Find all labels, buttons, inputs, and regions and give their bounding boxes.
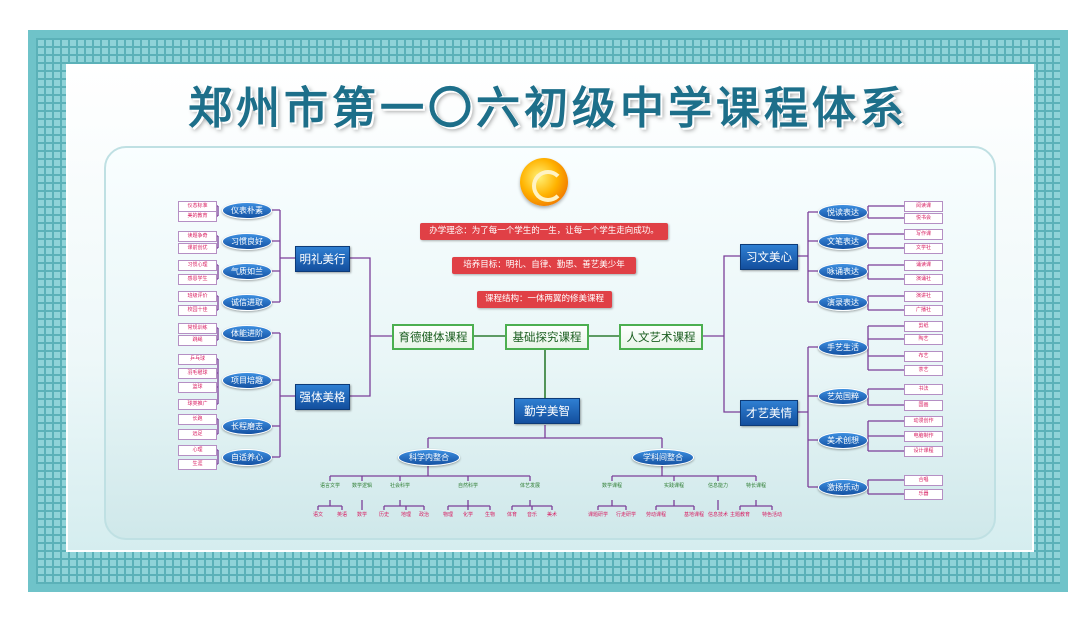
left-item-oval: 自适养心 <box>222 449 272 466</box>
right-leaf: 乐器 <box>904 489 943 500</box>
bottom-leaf: 音乐 <box>526 512 537 518</box>
left-leaf: 心理 <box>178 445 217 456</box>
left-leaf: 生涯 <box>178 459 217 470</box>
right-leaf: 演诵社 <box>904 274 943 285</box>
bottom-leaf: 行走研学 <box>616 512 637 518</box>
bottom-sub-label: 自然科学 <box>458 483 479 489</box>
right-leaf: 茶艺 <box>904 365 943 376</box>
bottom-leaf: 化学 <box>462 512 473 518</box>
bottom-sub-label: 体艺发展 <box>520 483 541 489</box>
bottom-sub-label: 社会科学 <box>390 483 411 489</box>
left-item-oval: 诚信进取 <box>222 294 272 311</box>
left-leaf: 远足 <box>178 429 217 440</box>
core-course-moral: 育德健体课程 <box>392 324 474 350</box>
left-item-oval: 项目培趣 <box>222 372 272 389</box>
left-item-oval: 习惯良好 <box>222 233 272 250</box>
bottom-leaf: 主题教育 <box>730 512 751 518</box>
right-leaf: 文学社 <box>904 243 943 254</box>
bottom-leaf: 地理 <box>400 512 411 518</box>
banner-structure: 课程结构：一体两翼的修美课程 <box>477 291 612 308</box>
bottom-leaf: 信息技术 <box>708 512 729 518</box>
right-leaf: 悦书会 <box>904 213 943 224</box>
right-leaf: 书法 <box>904 384 943 395</box>
right-item-oval: 演录表达 <box>818 294 868 311</box>
bottom-leaf: 基地课程 <box>684 512 705 518</box>
left-leaf: 习惯心理 <box>178 260 217 271</box>
group-mingli: 明礼美行 <box>295 246 350 272</box>
group-caiyi: 才艺美情 <box>740 400 798 426</box>
left-leaf: 长跑 <box>178 414 217 425</box>
left-item-oval: 体能进阶 <box>222 325 272 342</box>
right-leaf: 动漫创作 <box>904 416 943 427</box>
banner-philosophy: 办学理念：为了每一个学生的一生，让每一个学生走向成功。 <box>420 223 668 240</box>
left-leaf: 美的教育 <box>178 211 217 222</box>
right-item-oval: 激扬乐动 <box>818 479 868 496</box>
left-leaf: 班级评价 <box>178 291 217 302</box>
bottom-leaf: 生物 <box>484 512 495 518</box>
right-leaf: 写作课 <box>904 229 943 240</box>
bottom-node-inter: 学科间整合 <box>632 449 694 466</box>
core-course-basic: 基础探究课程 <box>505 324 589 350</box>
right-leaf: 陶艺 <box>904 334 943 345</box>
bottom-leaf: 英语 <box>336 512 347 518</box>
left-item-oval: 仪表朴素 <box>222 202 272 219</box>
right-item-oval: 咏诵表达 <box>818 263 868 280</box>
right-leaf: 布艺 <box>904 351 943 362</box>
right-leaf: 合唱 <box>904 475 943 486</box>
left-item-oval: 气质如兰 <box>222 263 272 280</box>
page-title: 郑州市第一〇六初级中学课程体系 <box>188 83 908 134</box>
right-leaf: 诵读课 <box>904 260 943 271</box>
right-leaf: 电脑制作 <box>904 431 943 442</box>
left-leaf: 跳绳 <box>178 335 217 346</box>
bottom-sub-label: 实践课程 <box>664 483 685 489</box>
bottom-leaf: 体育 <box>506 512 517 518</box>
group-qiangti: 强体美格 <box>295 384 350 410</box>
bottom-leaf: 数学 <box>356 512 367 518</box>
right-leaf: 设计课程 <box>904 446 943 457</box>
logo-swirl-icon <box>532 170 564 202</box>
bottom-leaf: 特色活动 <box>762 512 783 518</box>
right-leaf: 剪纸 <box>904 321 943 332</box>
bottom-leaf: 历史 <box>378 512 389 518</box>
bottom-sub-label: 特长课程 <box>746 483 767 489</box>
right-leaf: 广播社 <box>904 305 943 316</box>
bottom-leaf: 美术 <box>546 512 557 518</box>
left-leaf: 常规训练 <box>178 323 217 334</box>
node-qinxue: 勤学美智 <box>514 398 580 424</box>
left-leaf: 课前创优 <box>178 243 217 254</box>
bottom-leaf: 课题研学 <box>588 512 609 518</box>
bottom-sub-label: 语言文学 <box>320 483 341 489</box>
right-item-oval: 悦读表达 <box>818 204 868 221</box>
right-leaf: 演讲社 <box>904 291 943 302</box>
core-course-arts: 人文艺术课程 <box>619 324 703 350</box>
right-item-oval: 手艺生活 <box>818 339 868 356</box>
bottom-leaf: 劳动课程 <box>646 512 667 518</box>
right-item-oval: 文笔表达 <box>818 233 868 250</box>
bottom-leaf: 语文 <box>312 512 323 518</box>
bottom-leaf: 政治 <box>418 512 429 518</box>
bottom-sub-label: 数学课程 <box>602 483 623 489</box>
left-leaf: 球类推广 <box>178 399 217 410</box>
left-leaf: 校园十佳 <box>178 305 217 316</box>
bottom-sub-label: 数学逻辑 <box>352 483 373 489</box>
bottom-node-inner: 科学内整合 <box>398 449 460 466</box>
bottom-sub-label: 信息能力 <box>708 483 729 489</box>
right-leaf: 阅读课 <box>904 201 943 212</box>
bottom-leaf: 物理 <box>442 512 453 518</box>
left-leaf: 羽毛毽球 <box>178 368 217 379</box>
banner-goal: 培养目标：明礼、自律、勤思、善艺美少年 <box>452 257 636 274</box>
left-leaf: 乒乓球 <box>178 354 217 365</box>
left-leaf: 读题争奇 <box>178 231 217 242</box>
right-item-oval: 美术创想 <box>818 432 868 449</box>
left-leaf: 感恩学生 <box>178 274 217 285</box>
group-xiwen: 习文美心 <box>740 244 798 270</box>
left-item-oval: 长程磨志 <box>222 418 272 435</box>
right-leaf: 国画 <box>904 400 943 411</box>
left-leaf: 篮球 <box>178 382 217 393</box>
right-item-oval: 艺苑国粹 <box>818 388 868 405</box>
